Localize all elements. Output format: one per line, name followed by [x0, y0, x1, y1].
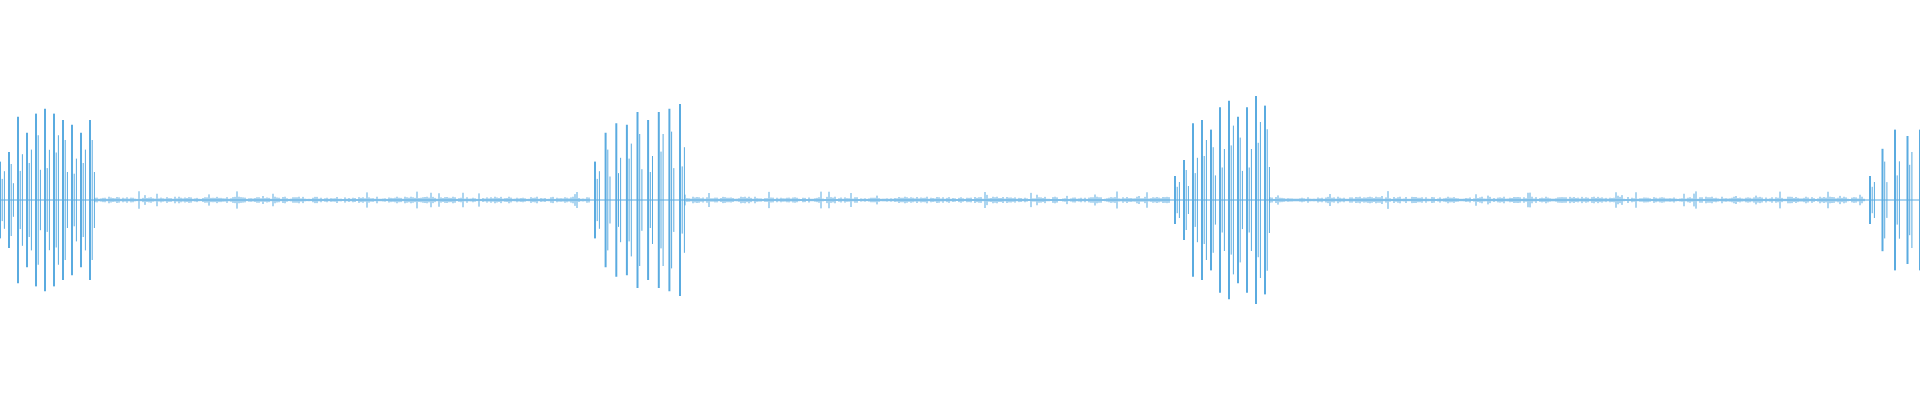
waveform-burst — [1869, 129, 1920, 271]
waveform-burst — [1174, 96, 1270, 304]
waveform-burst — [0, 108, 95, 292]
waveform-noise — [94, 191, 1865, 209]
waveform-burst — [594, 104, 685, 296]
waveform-bursts — [0, 96, 1920, 304]
